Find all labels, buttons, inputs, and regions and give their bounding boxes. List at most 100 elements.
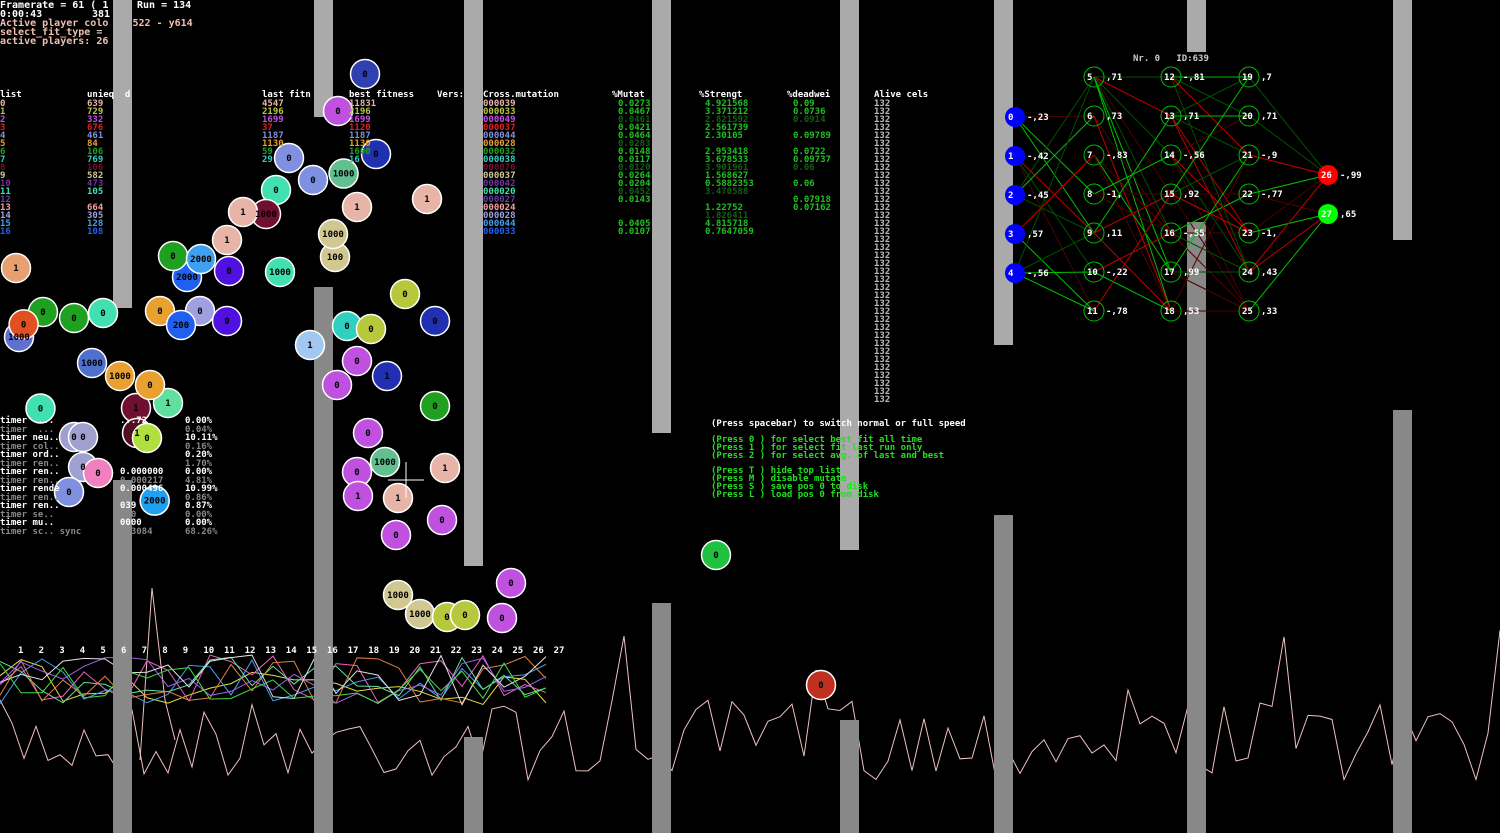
mutate-hint: (Press M ) disable mutate [711, 474, 847, 484]
node-value: -1, [1261, 229, 1277, 239]
row-alive: 132 [874, 259, 891, 269]
player-ball [328, 158, 359, 189]
pipe-top [1393, 0, 1412, 240]
row-id: 12 [0, 195, 11, 205]
player-label: 0 [100, 309, 105, 319]
row-mut: 0.0143 [618, 195, 651, 205]
timer-label: timer ... [0, 416, 55, 426]
player-label: 0 [354, 357, 359, 367]
node-value: -,22 [1106, 268, 1128, 278]
network-node [1318, 165, 1338, 185]
row-mut: 0.0273 [618, 99, 651, 109]
network-connection [1093, 76, 1172, 234]
player-ball [82, 457, 114, 489]
player-label: 0 [368, 325, 373, 335]
pipe-bottom [113, 480, 132, 833]
player-label: 0 [344, 322, 349, 332]
graph-x-label: 7 [141, 646, 148, 656]
row-dead: 0.0722 [793, 147, 826, 157]
node-id: 15 [1164, 190, 1175, 200]
row-dead: 0.06 [793, 163, 815, 173]
network-node [1083, 144, 1105, 166]
player-ball [426, 504, 458, 536]
row-mut: 0.0120 [618, 163, 651, 173]
header-mutation: %Mutat [612, 90, 645, 100]
row-cross: 000037 [483, 123, 516, 133]
network-connection [1170, 154, 1250, 273]
player-ball [273, 142, 305, 174]
player-ball [486, 602, 518, 634]
row-id: 7 [0, 155, 6, 165]
node-value: -,42 [1027, 152, 1049, 162]
row-cross: 000024 [483, 203, 516, 213]
row-best: 11831 [349, 99, 377, 109]
player-ball [53, 476, 85, 508]
row-id: 1 [0, 107, 6, 117]
node-value: -,9 [1261, 151, 1277, 161]
player-label: 1000 [409, 610, 431, 620]
timer-pct: 0.86% [185, 492, 213, 503]
player-label: 0 [197, 307, 202, 317]
row-alive: 132 [874, 395, 891, 405]
timer-pct: 10.11% [185, 433, 218, 443]
timer-pct: 0.00% [185, 509, 213, 520]
timer-pct: 0.16% [185, 441, 213, 452]
row-str: 3.371212 [705, 107, 749, 117]
player-label: 1000 [322, 230, 344, 240]
network-connection [1248, 76, 1329, 176]
crosshair-icon [388, 462, 424, 498]
player-ball [382, 482, 414, 514]
network-node [1083, 300, 1105, 322]
player-fitness-line [0, 654, 547, 706]
select-hint-2: (Press 2 ) for select avg. of last and b… [711, 451, 944, 461]
network-node [1160, 105, 1182, 127]
timer-label: timer ren.. [0, 492, 60, 503]
pipe-top [840, 0, 859, 550]
node-id: 8 [1087, 190, 1092, 200]
player-label: 0 [40, 308, 45, 318]
row-str: 3.901961 [705, 163, 749, 173]
player-label: 0 [365, 429, 370, 439]
timer-value: 0.000496 [120, 484, 164, 494]
row-last: 59 [262, 147, 273, 157]
node-value: ,65 [1340, 210, 1356, 220]
player-ball [355, 313, 387, 345]
node-value: ,33 [1261, 307, 1277, 317]
node-id: 2 [1008, 191, 1013, 201]
network-connection [1093, 76, 1172, 117]
player-label: 0 [402, 290, 407, 300]
player-label: 0 [80, 433, 85, 443]
network-connection [1248, 213, 1329, 312]
player-ball [322, 95, 354, 127]
player-label: 2000 [144, 497, 166, 507]
row-best: 1120 [349, 123, 371, 133]
row-mut: 0.0452 [618, 187, 651, 197]
player-ball [429, 452, 461, 484]
player-ball [165, 309, 197, 341]
network-connection [1170, 154, 1250, 195]
timer-pct: 4.81% [185, 475, 213, 486]
player-label: 0 [66, 488, 71, 498]
header-deadweight: %deadwei [787, 90, 831, 100]
row-last: 1187 [262, 131, 284, 141]
row-mut: 0.0405 [618, 219, 651, 229]
player-ball [389, 278, 421, 310]
node-id: 24 [1242, 268, 1253, 278]
row-id: 13 [0, 203, 11, 213]
player-label: 1 [424, 195, 429, 205]
player-fitness-line [0, 659, 547, 706]
frame-count: 381 [92, 9, 111, 20]
graph-x-label: 1 [18, 646, 24, 656]
network-connection [1170, 232, 1250, 273]
network-node [1083, 66, 1105, 88]
graph-x-label: 14 [285, 646, 297, 656]
timer-label: timer ... [0, 424, 55, 435]
player-label: 0 [713, 551, 718, 561]
row-mut: 0.0461 [618, 115, 651, 125]
player-ball [134, 369, 166, 401]
player-ball [317, 218, 349, 250]
row-unique: 84 [87, 139, 98, 149]
row-alive: 132 [874, 163, 891, 173]
